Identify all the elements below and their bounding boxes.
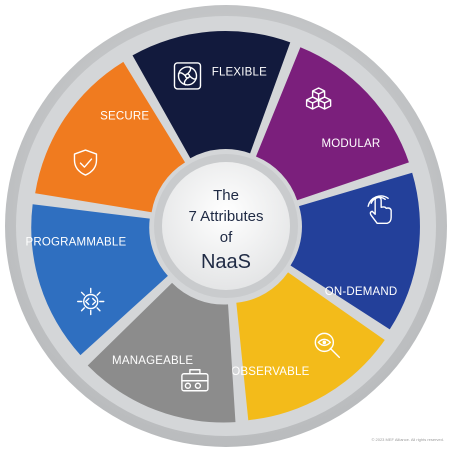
touch-icon (367, 195, 392, 224)
segment-programmable: PROGRAMMABLE (26, 204, 168, 356)
segment-label: MODULAR (321, 138, 380, 150)
gear-code-icon (77, 287, 105, 316)
segment-observable: OBSERVABLE (231, 272, 385, 421)
segment-secure: SECURE (35, 61, 186, 213)
segment-label: SECURE (100, 110, 149, 122)
segment-shape (35, 61, 186, 213)
segment-shape (236, 272, 385, 421)
segment-modular: MODULAR (256, 47, 409, 201)
fan-icon (173, 62, 202, 90)
segment-flexible: FLEXIBLE (132, 31, 291, 159)
segment-shape (132, 31, 291, 159)
segment-shape (290, 172, 420, 330)
segment-shape (31, 204, 168, 356)
center-title-line-2: 7 Attributes (188, 208, 263, 225)
segment-label: MANAGEABLE (112, 355, 193, 367)
segment-label: FLEXIBLE (212, 67, 267, 79)
segment-manageable: MANAGEABLE (87, 282, 236, 423)
center-disc (162, 162, 290, 290)
center-title-line-1: The (213, 187, 239, 204)
center-title-line-4: NaaS (201, 251, 251, 273)
segment-label: PROGRAMMABLE (26, 237, 127, 249)
copyright-text: © 2023 MEF Alliance. All rights reserved… (371, 437, 444, 442)
cubes-icon (305, 87, 332, 110)
magnifier-eye-icon (314, 332, 341, 359)
segment-on-demand: ON-DEMAND (290, 172, 420, 330)
toolbox-icon (181, 369, 209, 392)
center-title-line-3: of (220, 229, 233, 246)
segment-label: OBSERVABLE (231, 366, 309, 378)
segment-shape (256, 47, 409, 201)
shield-check-icon (73, 149, 98, 176)
segment-label: ON-DEMAND (325, 286, 398, 298)
